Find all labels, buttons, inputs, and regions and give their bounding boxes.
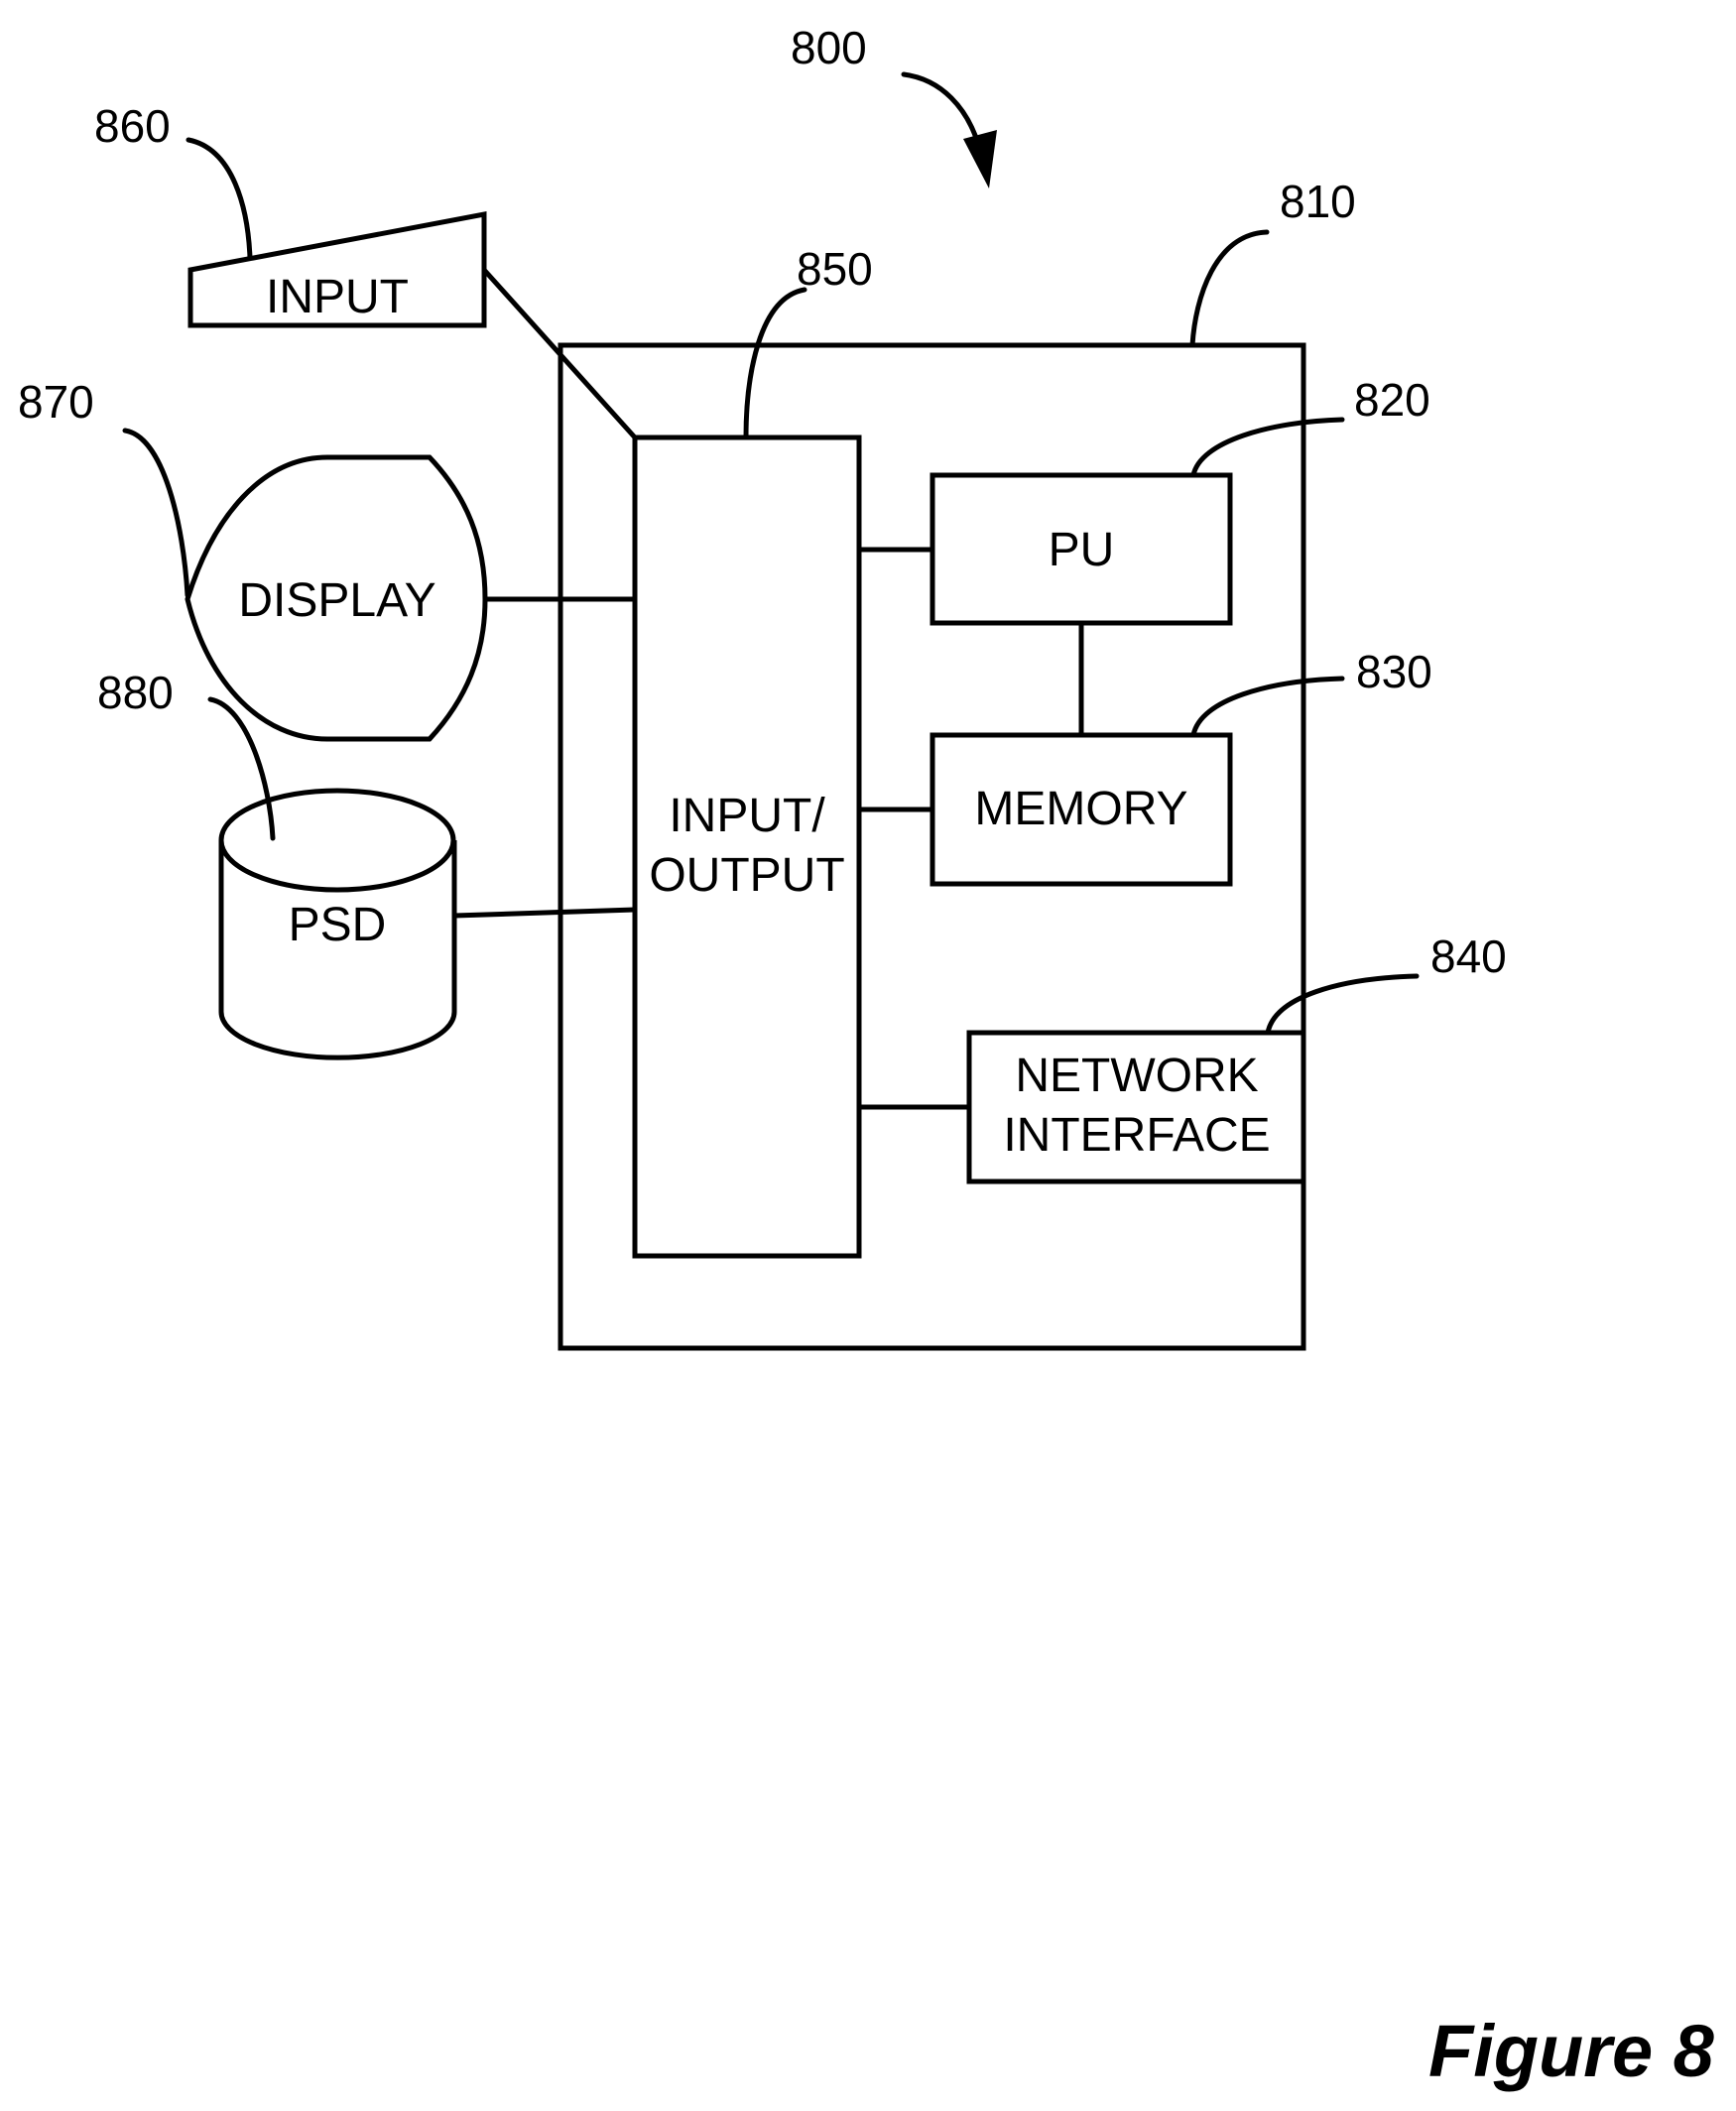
ref-810-label: 810 [1280, 176, 1356, 227]
ref-870-label: 870 [18, 376, 94, 428]
figure-title: Figure 8 [1428, 2010, 1715, 2092]
ref-800-label: 800 [791, 22, 867, 73]
system-arrow-icon [904, 74, 997, 188]
network-interface-label-line1: NETWORK [1015, 1050, 1258, 1102]
io-box [635, 437, 859, 1256]
ref-860-label: 860 [94, 100, 171, 152]
network-interface-label-line2: INTERFACE [1003, 1109, 1270, 1162]
ref-840-label: 840 [1430, 931, 1507, 982]
ref-880-label: 880 [97, 667, 174, 718]
display-label: DISPLAY [238, 574, 435, 627]
leader-870 [125, 431, 187, 595]
ref-820-label: 820 [1354, 374, 1430, 426]
io-label-line1: INPUT/ [669, 790, 825, 842]
ref-850-label: 850 [797, 243, 873, 295]
input-device-label: INPUT [266, 271, 409, 323]
ref-830-label: 830 [1356, 646, 1432, 697]
io-label-line2: OUTPUT [649, 849, 844, 902]
leader-810 [1192, 232, 1267, 345]
leader-850 [746, 290, 805, 437]
connector-storage-io [454, 910, 635, 916]
arrowhead-icon [963, 130, 997, 188]
leader-860 [188, 140, 250, 258]
memory-label: MEMORY [974, 783, 1187, 835]
pu-label: PU [1049, 524, 1115, 576]
leader-840 [1268, 976, 1417, 1033]
storage-label: PSD [289, 899, 387, 951]
leader-830 [1193, 679, 1342, 735]
leader-820 [1193, 420, 1342, 475]
